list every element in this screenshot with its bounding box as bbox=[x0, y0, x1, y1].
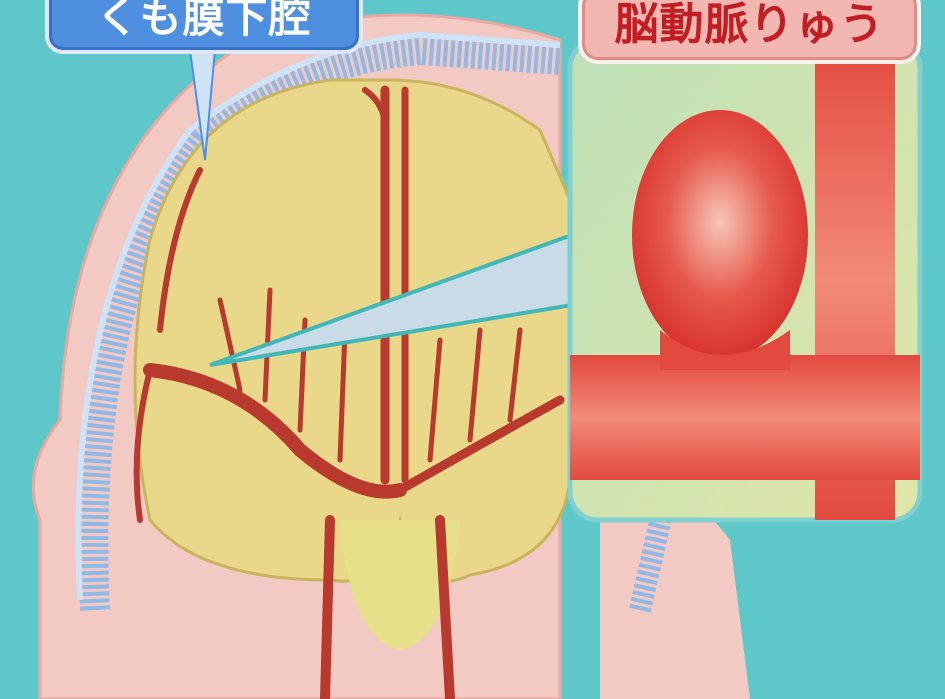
aneurysm-bulge bbox=[632, 110, 808, 360]
cerebral-aneurysm-label: 脳動脈りゅう bbox=[578, 0, 921, 64]
parent-artery-horizontal bbox=[570, 355, 920, 480]
subarachnoid-space-label: くも膜下腔 bbox=[45, 0, 363, 54]
skull-lower-right bbox=[600, 499, 750, 699]
inset-panel bbox=[570, 40, 920, 520]
